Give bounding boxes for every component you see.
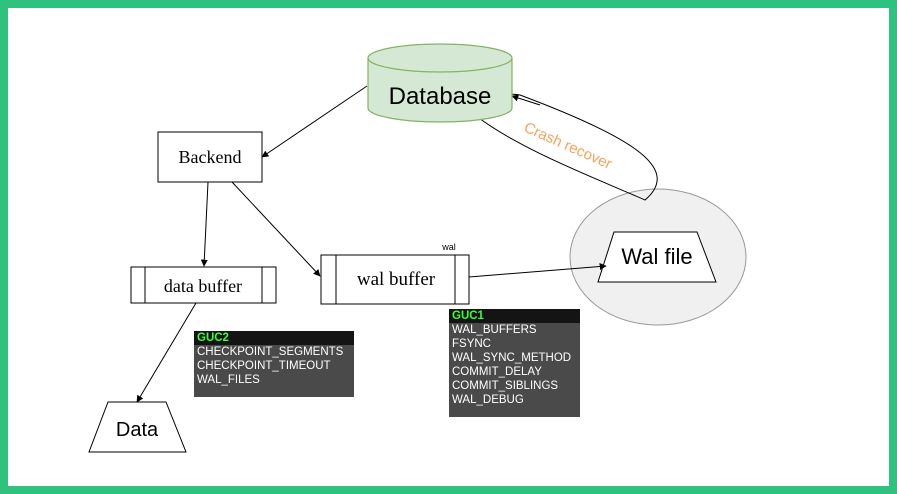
- data-buffer-label: data buffer: [164, 276, 242, 296]
- crash-recover-label: Crash recover: [521, 119, 614, 173]
- guc1-panel: GUC1 WAL_BUFFERS FSYNC WAL_SYNC_METHOD C…: [449, 309, 580, 417]
- guc1-item: COMMIT_DELAY: [452, 366, 542, 378]
- wal-file-label: Wal file: [621, 244, 692, 269]
- guc2-header: GUC2: [194, 331, 354, 345]
- guc1-item: WAL_BUFFERS: [452, 324, 537, 336]
- guc2-panel: GUC2 CHECKPOINT_SEGMENTS CHECKPOINT_TIME…: [194, 331, 354, 397]
- database-label: Database: [389, 83, 492, 110]
- arrow-backend-to-data-buffer: [200, 181, 209, 267]
- crash-recover-arrow: [511, 94, 541, 106]
- wal-tag-label: wal: [441, 242, 456, 252]
- arrow-database-to-backend: [261, 85, 368, 158]
- guc1-item: FSYNC: [452, 338, 491, 350]
- guc1-item: WAL_SYNC_METHOD: [452, 352, 572, 364]
- wal-buffer-box: [320, 254, 470, 305]
- arrow-data-buffer-to-data: [136, 302, 197, 403]
- data-label: Data: [116, 419, 159, 441]
- arrow-backend-to-wal-buffer: [231, 181, 321, 277]
- backend-box: [157, 131, 263, 183]
- database-cylinder: [367, 43, 513, 123]
- backend-label: Backend: [179, 147, 242, 167]
- guc2-item: WAL_FILES: [197, 374, 260, 386]
- guc2-item: CHECKPOINT_SEGMENTS: [197, 346, 344, 358]
- guc1-header: GUC1: [449, 309, 580, 323]
- data-trapezoid: [88, 401, 187, 453]
- guc2-item: CHECKPOINT_TIMEOUT: [197, 360, 331, 372]
- guc1-item: WAL_DEBUG: [452, 394, 524, 406]
- guc1-item: COMMIT_SIBLINGS: [452, 380, 559, 392]
- arrow-wal-buffer-to-wal-file: [468, 263, 607, 278]
- wal-buffer-label: wal buffer: [357, 269, 436, 290]
- data-buffer-box: [130, 266, 277, 304]
